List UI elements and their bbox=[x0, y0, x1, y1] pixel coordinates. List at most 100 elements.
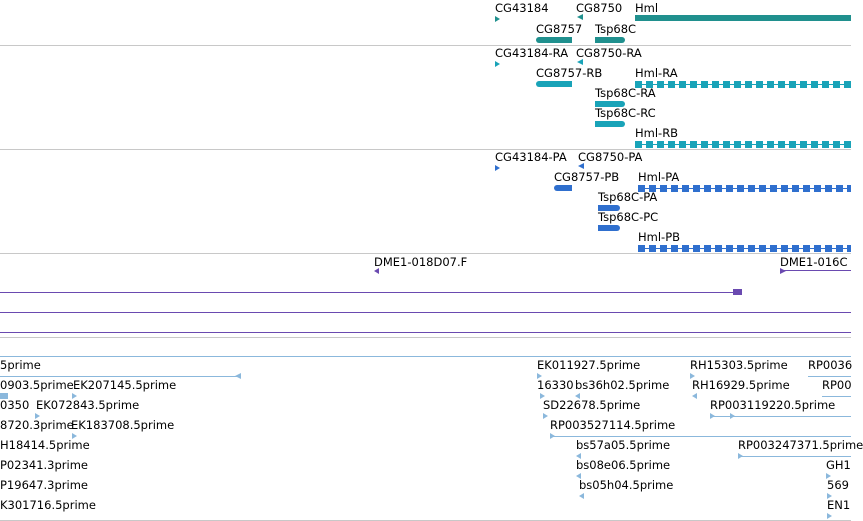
clone-label[interactable]: DME1-016C bbox=[780, 255, 848, 269]
transcript-label[interactable]: Hml-RB bbox=[635, 126, 679, 140]
clone-line[interactable] bbox=[0, 312, 851, 313]
transcript-tsp68c-rc[interactable] bbox=[595, 121, 625, 127]
protein-cg8757-pb[interactable] bbox=[554, 185, 572, 191]
est-label[interactable]: RH15303.5prime bbox=[690, 358, 788, 372]
est-label[interactable]: EN1 bbox=[827, 498, 851, 512]
gene-label-hml[interactable]: Hml bbox=[635, 1, 659, 15]
est-label[interactable]: K301716.5prime bbox=[0, 498, 96, 512]
est-feature[interactable] bbox=[822, 396, 851, 397]
clone-label[interactable]: DME1-018D07.F bbox=[374, 255, 468, 269]
est-label[interactable]: H18414.5prime bbox=[0, 438, 90, 452]
gene-hml[interactable] bbox=[635, 15, 851, 21]
est-arrow bbox=[690, 373, 695, 379]
est-label[interactable]: GH1 bbox=[826, 458, 851, 472]
transcript-label[interactable]: Tsp68C-RA bbox=[595, 86, 656, 100]
transcript-cg8757-rb[interactable] bbox=[536, 81, 572, 87]
protein-label[interactable]: Tsp68C-PC bbox=[598, 210, 659, 224]
track-separator bbox=[0, 337, 851, 338]
est-line[interactable] bbox=[0, 356, 851, 357]
est-label[interactable]: 0903.5prime bbox=[0, 378, 74, 392]
est-feature[interactable] bbox=[738, 456, 851, 457]
protein-label[interactable]: CG43184-PA bbox=[495, 150, 567, 164]
est-label[interactable]: 0350 bbox=[0, 398, 30, 412]
est-feature[interactable] bbox=[0, 376, 240, 377]
est-label[interactable]: bs08e06.5prime bbox=[576, 458, 671, 472]
protein-label[interactable]: Tsp68C-PA bbox=[598, 190, 658, 204]
est-arrow bbox=[710, 413, 715, 419]
est-label[interactable]: RP00 bbox=[822, 378, 852, 392]
est-arrow bbox=[537, 373, 542, 379]
est-label[interactable]: bs05h04.5prime bbox=[579, 478, 674, 492]
est-arrow bbox=[692, 393, 697, 399]
protein-label[interactable]: Hml-PB bbox=[638, 230, 681, 244]
transcript-label[interactable]: Tsp68C-RC bbox=[595, 106, 656, 120]
est-feature[interactable] bbox=[808, 376, 851, 377]
est-arrow bbox=[543, 413, 548, 419]
est-arrow bbox=[826, 473, 831, 479]
est-label[interactable]: 8720.3prime bbox=[0, 418, 74, 432]
gene-label-cg8757[interactable]: CG8757 bbox=[536, 22, 583, 36]
gene-cg8750[interactable] bbox=[577, 14, 583, 20]
est-arrow bbox=[738, 453, 743, 459]
est-label[interactable]: RH16929.5prime bbox=[692, 378, 790, 392]
est-arrow bbox=[575, 393, 580, 399]
est-label[interactable]: 5prime bbox=[0, 358, 41, 372]
track-separator bbox=[0, 149, 851, 150]
est-label[interactable]: EK072843.5prime bbox=[36, 398, 140, 412]
gene-tsp68c[interactable] bbox=[595, 37, 625, 43]
clone-dme1-016c-start[interactable] bbox=[780, 268, 786, 274]
protein-tsp68c-pa[interactable] bbox=[598, 205, 620, 211]
transcript-tsp68c-ra[interactable] bbox=[595, 101, 625, 107]
est-label[interactable]: P19647.3prime bbox=[0, 478, 88, 492]
est-label[interactable]: EK183708.5prime bbox=[71, 418, 175, 432]
est-feature[interactable] bbox=[710, 416, 851, 417]
est-label[interactable]: EK207145.5prime bbox=[73, 378, 177, 392]
est-arrow bbox=[827, 513, 832, 519]
est-label[interactable]: EK011927.5prime bbox=[537, 358, 641, 372]
est-label[interactable]: P02341.3prime bbox=[0, 458, 88, 472]
est-arrow bbox=[550, 433, 555, 439]
clone-line[interactable] bbox=[0, 292, 735, 293]
est-label[interactable]: RP003119220.5prime bbox=[710, 398, 836, 412]
protein-label[interactable]: Hml-PA bbox=[638, 170, 680, 184]
clone-end-block[interactable] bbox=[733, 289, 742, 295]
est-arrow bbox=[730, 413, 735, 419]
est-arrow bbox=[72, 433, 77, 439]
est-label[interactable]: RP003527114.5prime bbox=[550, 418, 676, 432]
protein-hml-pb[interactable] bbox=[638, 245, 851, 252]
clone-dme1-016c[interactable] bbox=[780, 270, 851, 271]
transcript-hml-ra[interactable] bbox=[635, 81, 851, 88]
gene-label-cg43184[interactable]: CG43184 bbox=[495, 1, 549, 15]
protein-label[interactable]: CG8757-PB bbox=[554, 170, 620, 184]
est-label[interactable]: SD22678.5prime bbox=[543, 398, 641, 412]
est-arrow bbox=[576, 453, 581, 459]
est-arrow bbox=[72, 393, 77, 399]
clone-dme1-018d07-f[interactable] bbox=[374, 268, 379, 274]
est-label[interactable]: RP0036 bbox=[808, 358, 853, 372]
est-label[interactable]: bs57a05.5prime bbox=[576, 438, 671, 452]
protein-label[interactable]: CG8750-PA bbox=[578, 150, 643, 164]
transcript-label[interactable]: CG8757-RB bbox=[536, 66, 603, 80]
est-feature[interactable] bbox=[550, 436, 851, 437]
gene-label-tsp68c[interactable]: Tsp68C bbox=[595, 22, 637, 36]
gene-label-cg8750[interactable]: CG8750 bbox=[576, 1, 623, 15]
protein-hml-pa[interactable] bbox=[638, 185, 851, 192]
transcript-label[interactable]: Hml-RA bbox=[635, 66, 678, 80]
est-label[interactable]: bs36h02.5prime bbox=[575, 378, 670, 392]
est-label[interactable]: 16330 bbox=[537, 378, 574, 392]
transcript-cg43184-ra[interactable] bbox=[495, 61, 500, 67]
gene-cg43184[interactable] bbox=[495, 16, 500, 22]
protein-cg8750-pa[interactable] bbox=[578, 163, 584, 169]
transcript-label[interactable]: CG43184-RA bbox=[495, 46, 569, 60]
est-label[interactable]: 569 bbox=[827, 478, 849, 492]
protein-tsp68c-pc[interactable] bbox=[598, 225, 620, 231]
protein-cg43184-pa[interactable] bbox=[495, 165, 500, 171]
clone-line[interactable] bbox=[0, 332, 851, 333]
transcript-hml-rb[interactable] bbox=[635, 141, 851, 148]
est-label[interactable]: RP003247371.5prime bbox=[738, 438, 863, 452]
est-arrow bbox=[540, 393, 545, 399]
transcript-cg8750-ra[interactable] bbox=[577, 59, 583, 65]
est-feature[interactable] bbox=[0, 393, 8, 399]
transcript-label[interactable]: CG8750-RA bbox=[576, 46, 642, 60]
gene-cg8757[interactable] bbox=[536, 37, 572, 43]
